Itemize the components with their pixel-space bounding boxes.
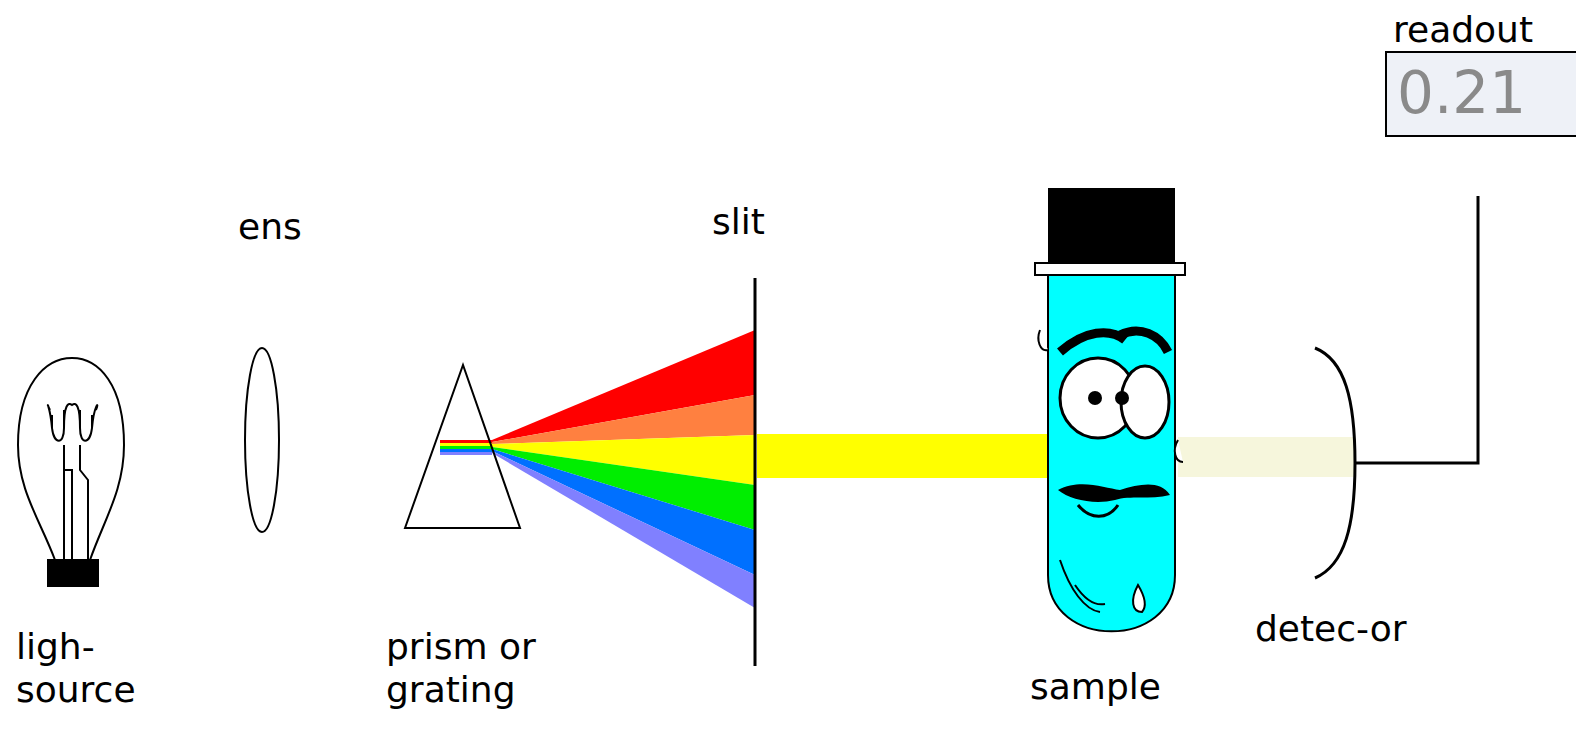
prism [405,365,520,528]
detector-label: detec-or [1255,607,1455,650]
lens [245,348,279,532]
lens-label: ens [238,205,358,248]
slit-label: slit [712,200,832,243]
yellow-beam [757,434,1052,478]
readout-value: 0.21 [1385,51,1576,137]
detector-wire [1355,196,1478,463]
prism-label: prism or grating [386,625,576,711]
detector-bracket [1315,348,1355,578]
light-bulb [18,358,124,586]
sample-tube [1035,188,1185,631]
readout-heading: readout [1393,8,1576,51]
sample-label: sample [1030,665,1190,708]
slit-line [754,278,757,666]
light-source-label: ligh- source [16,625,166,711]
transmitted-beam [1178,437,1355,477]
readout-display: readout0.21 [1385,8,1576,137]
spectrum-fan [440,330,755,608]
